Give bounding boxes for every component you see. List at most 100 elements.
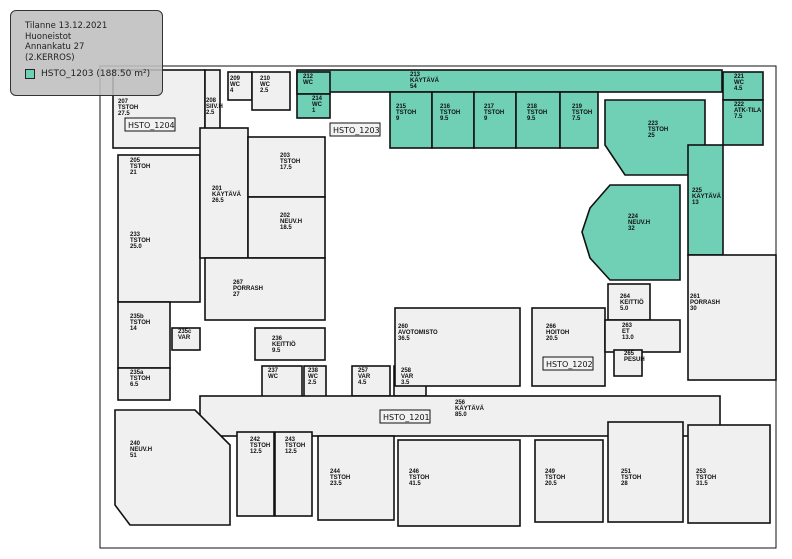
legend-item-hsto-1203[interactable]: HSTO_1203 (188.50 m²) xyxy=(25,69,162,80)
room-215[interactable] xyxy=(389,91,433,149)
room-type: KÄYTÄVÄ xyxy=(410,77,440,84)
room-224[interactable] xyxy=(581,184,681,281)
room-243[interactable] xyxy=(274,431,313,517)
room-235b[interactable] xyxy=(117,301,171,369)
room-249[interactable] xyxy=(534,439,604,523)
room-240[interactable] xyxy=(114,409,231,526)
room-type: TSTOH xyxy=(527,110,547,116)
room-area: 2.5 xyxy=(206,110,215,116)
room-222[interactable] xyxy=(722,99,764,146)
room-type: TSTOH xyxy=(130,164,150,170)
room-id: 218 xyxy=(527,104,538,110)
room-area: 21 xyxy=(130,170,137,176)
room-id: 258 xyxy=(401,368,412,374)
room-type: TSTOH xyxy=(130,376,150,382)
room-257[interactable] xyxy=(351,365,391,397)
room-type: TSTOH xyxy=(696,475,716,481)
room-id: 225 xyxy=(692,188,703,194)
room-217[interactable] xyxy=(473,91,517,149)
room-area: 7.5 xyxy=(572,116,581,122)
room-id: 215 xyxy=(396,104,407,110)
room-area: 18.5 xyxy=(280,225,292,231)
room-id: 235c xyxy=(178,329,192,335)
room-id: 238 xyxy=(308,368,319,374)
room-id: 264 xyxy=(620,294,631,300)
room-244[interactable] xyxy=(317,435,395,521)
room-216[interactable] xyxy=(431,91,475,149)
room-242[interactable] xyxy=(236,431,275,517)
room-267[interactable] xyxy=(204,257,326,321)
room-id: 208 xyxy=(206,98,217,104)
room-212[interactable] xyxy=(296,71,331,95)
room-type: TSTOH xyxy=(648,127,668,133)
room-213[interactable] xyxy=(296,69,723,93)
room-202[interactable] xyxy=(247,196,326,259)
room-area: 12.5 xyxy=(250,449,262,455)
room-type: ET xyxy=(622,329,630,335)
unit-label-hsto-1204[interactable]: HSTO_1204 xyxy=(124,117,176,132)
room-264[interactable] xyxy=(607,283,651,321)
room-area: 28 xyxy=(621,481,628,487)
room-261[interactable] xyxy=(687,254,777,381)
unit-label-hsto-1201[interactable]: HSTO_1201 xyxy=(379,409,431,424)
room-265[interactable] xyxy=(613,349,643,377)
room-type: PORRASH xyxy=(233,286,263,292)
room-type: TSTOH xyxy=(130,238,150,244)
room-area: 13 xyxy=(692,200,699,206)
unit-label-hsto-1202[interactable]: HSTO_1202 xyxy=(542,356,594,371)
room-type: HOITOH xyxy=(546,330,569,336)
unit-label-hsto-1203[interactable]: HSTO_1203 xyxy=(329,122,381,137)
room-id: 223 xyxy=(648,121,659,127)
room-266[interactable] xyxy=(531,307,606,387)
room-235a[interactable] xyxy=(117,367,171,401)
svg-text:HSTO_1202: HSTO_1202 xyxy=(546,360,593,369)
room-205[interactable] xyxy=(117,154,201,303)
room-area: 9.5 xyxy=(272,348,281,354)
room-area: 41.5 xyxy=(409,481,421,487)
room-type: WC xyxy=(312,102,323,108)
room-area: 14 xyxy=(130,326,137,332)
room-id: 210 xyxy=(260,76,271,82)
room-type: WC xyxy=(303,80,314,86)
room-210[interactable] xyxy=(251,71,291,111)
room-225[interactable] xyxy=(687,144,724,256)
room-type: WC xyxy=(268,374,279,380)
room-260[interactable] xyxy=(394,307,521,387)
room-id: 222 xyxy=(734,102,745,108)
room-236[interactable] xyxy=(254,327,326,361)
room-246[interactable] xyxy=(397,439,521,527)
room-id: 212 xyxy=(303,74,314,80)
room-type: KEITTIÖ xyxy=(620,299,644,306)
room-263[interactable] xyxy=(604,319,681,353)
room-type: TSTOH xyxy=(280,159,300,165)
room-id: 237 xyxy=(268,368,279,374)
room-235c[interactable] xyxy=(171,327,201,351)
room-219[interactable] xyxy=(559,91,599,149)
room-id: 235b xyxy=(130,314,144,320)
room-type: PORRASH xyxy=(690,300,720,306)
room-214[interactable] xyxy=(296,93,331,119)
room-218[interactable] xyxy=(515,91,561,149)
room-area: 51 xyxy=(130,453,137,459)
room-253[interactable] xyxy=(687,424,771,524)
tooltip-date: Tilanne 13.12.2021 xyxy=(25,21,108,31)
room-251[interactable] xyxy=(607,421,684,523)
room-type: VAR xyxy=(401,374,414,380)
room-area: 13.0 xyxy=(622,335,634,341)
